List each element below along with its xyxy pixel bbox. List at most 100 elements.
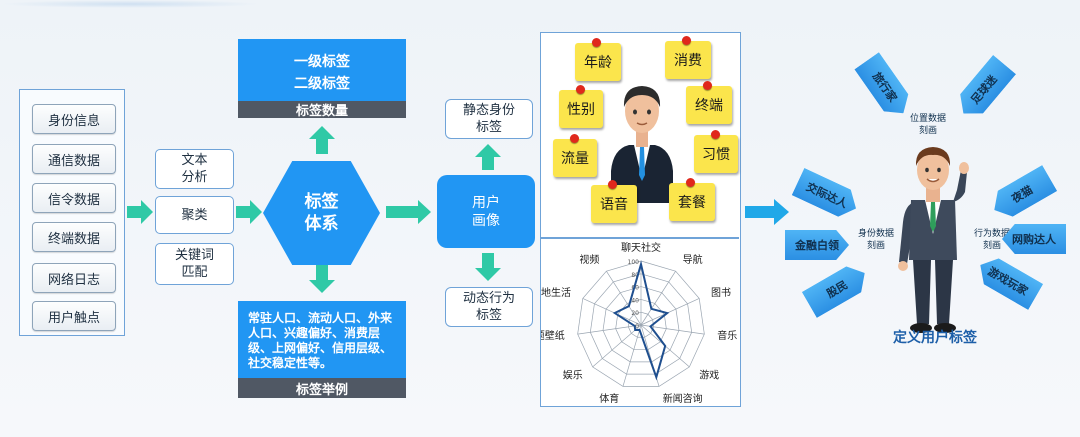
- sticky-gender-label: 性别: [567, 102, 595, 118]
- radar-scale-label: 80: [631, 272, 639, 279]
- sticky-age-label: 年龄: [584, 55, 612, 71]
- sticky-consumption: 消费: [665, 36, 711, 79]
- sticky-voice: 语音: [591, 180, 637, 223]
- tag-level-1: 一级标签: [294, 54, 350, 70]
- data-source-panel: 身份信息 通信数据 信令数据 终端数据 网络日志 用户触点: [19, 89, 125, 336]
- radar-category-label: 本地生活: [541, 286, 571, 299]
- radar-category-label: 图书: [711, 287, 731, 299]
- dynamic-behavior-tags: 动态行为 标签: [445, 287, 533, 327]
- arrow-to-user-tags: [745, 199, 789, 225]
- panel-divider: [541, 237, 739, 239]
- pointing-man-icon: [898, 147, 969, 333]
- tag-level-2: 二级标签: [294, 76, 350, 92]
- sticky-voice-label: 语音: [600, 197, 628, 213]
- sticky-traffic: 流量: [553, 134, 597, 177]
- pin-icon: [703, 81, 712, 90]
- radar-scale-label: 0: [635, 323, 639, 330]
- radar-axis: [577, 324, 642, 335]
- sticky-terminal-label: 终端: [695, 98, 723, 114]
- location-data-label: 位置数据 刻画: [909, 114, 946, 136]
- pin-icon: [576, 85, 585, 94]
- radar-grid-ring: [589, 273, 693, 375]
- sticky-gender: 性别: [559, 85, 603, 128]
- radar-category-label: 主题壁纸: [541, 329, 565, 342]
- corner-glow: [0, 0, 260, 8]
- arrow-system-to-examples: [309, 265, 335, 293]
- source-user-touchpoint: 用户触点: [32, 301, 116, 331]
- define-user-tags-caption: 定义用户标签: [893, 330, 977, 346]
- arrow-system-to-levels: [309, 126, 335, 154]
- radar-category-label: 娱乐: [563, 368, 583, 381]
- radar-category-label: 导航: [683, 253, 703, 266]
- method-text-analysis: 文本 分析: [155, 149, 234, 189]
- radar-axis: [606, 270, 642, 326]
- tag-traveler: 旅行家: [854, 52, 915, 122]
- sticky-package-label: 套餐: [678, 195, 706, 211]
- tag-night-owl: 夜猫: [987, 165, 1057, 223]
- radar-axis: [640, 270, 676, 326]
- pin-icon: [592, 38, 601, 47]
- petal-label: 网购达人: [1012, 233, 1056, 246]
- petal-label: 足球迷: [968, 72, 1000, 107]
- pin-icon: [570, 134, 579, 143]
- radar-scale-label: 20: [631, 310, 639, 317]
- tag-examples-box: 常驻人口、流动人口、外来人口、兴趣偏好、消费层级、上网偏好、信用层级、社交稳定性…: [238, 301, 406, 378]
- profile-panel: 年龄 消费 性别 终端 流量 习惯 语音 套餐 聊天社交导航图书音乐游戏新闻咨询…: [540, 32, 741, 407]
- source-signaling-data: 信令数据: [32, 183, 116, 213]
- petal-label: 游戏玩家: [985, 264, 1031, 299]
- tag-finance-white-collar: 金融白领: [785, 230, 849, 260]
- radar-grid-ring: [627, 311, 655, 338]
- sticky-habit-label: 习惯: [702, 147, 730, 163]
- radar-axis: [622, 324, 642, 387]
- pin-icon: [711, 130, 720, 139]
- radar-category-label: 新闻咨询: [663, 392, 703, 405]
- sticky-consumption-label: 消费: [674, 53, 702, 69]
- radar-grid-ring: [602, 286, 680, 363]
- user-profile-label: 用户 画像: [472, 194, 500, 229]
- static-identity-tags: 静态身份 标签: [445, 99, 533, 139]
- radar-grid-ring: [577, 260, 705, 387]
- tag-levels-box: 一级标签 二级标签: [238, 39, 406, 101]
- sticky-habit: 习惯: [694, 130, 738, 173]
- radar-series: [612, 260, 670, 381]
- radar-category-label: 聊天社交: [621, 241, 661, 254]
- pin-icon: [682, 36, 691, 45]
- method-keyword-match: 关键词 匹配: [155, 243, 234, 285]
- radar-category-label: 体育: [599, 392, 619, 405]
- sticky-package: 套餐: [669, 178, 715, 221]
- user-profile-box: 用户 画像: [437, 175, 535, 248]
- tag-stock-investor: 股民: [802, 260, 872, 318]
- identity-data-label: 身份数据 刻画: [857, 229, 894, 251]
- pin-icon: [686, 178, 695, 187]
- radar-axis: [582, 298, 642, 326]
- tag-count-label: 标签数量: [238, 101, 406, 119]
- source-terminal-data: 终端数据: [32, 222, 116, 252]
- tag-examples-text: 常驻人口、流动人口、外来人口、兴趣偏好、消费层级、上网偏好、信用层级、社交稳定性…: [248, 311, 393, 370]
- user-tags-area: 位置数据 刻画 身份数据 刻画 行为数据 刻画 旅行家 足球迷 交际达人 夜猫 …: [780, 40, 1080, 360]
- method-clustering: 聚类: [155, 196, 234, 234]
- tag-examples-label: 标签举例: [238, 378, 406, 398]
- source-communication-data: 通信数据: [32, 144, 116, 174]
- sticky-traffic-label: 流量: [561, 151, 589, 167]
- radar-chart: 聊天社交导航图书音乐游戏新闻咨询体育娱乐主题壁纸本地生活视频1008060402…: [541, 241, 737, 405]
- radar-axis: [592, 324, 642, 368]
- sticky-age: 年龄: [575, 38, 621, 81]
- behavior-data-label: 行为数据 刻画: [973, 229, 1010, 251]
- radar-axis: [640, 298, 700, 326]
- tag-football-fan: 足球迷: [952, 55, 1016, 123]
- arrow-profile-to-static: [475, 144, 501, 170]
- radar-category-label: 音乐: [717, 329, 737, 342]
- arrow-profile-to-dynamic: [475, 253, 501, 281]
- tag-online-shopper: 网购达人: [1002, 224, 1066, 254]
- tag-social-expert: 交际达人: [792, 168, 863, 222]
- radar-scale-label: 100: [628, 259, 640, 266]
- radar-scale-label: 60: [631, 285, 639, 292]
- source-identity-info: 身份信息: [32, 104, 116, 134]
- petal-label: 夜猫: [1009, 183, 1036, 206]
- source-network-log: 网络日志: [32, 263, 116, 293]
- radar-category-label: 视频: [579, 253, 599, 266]
- radar-category-label: 游戏: [699, 368, 719, 381]
- arrow-methods-to-system: [236, 200, 262, 224]
- pin-icon: [608, 180, 617, 189]
- arrow-system-to-profile: [386, 200, 431, 224]
